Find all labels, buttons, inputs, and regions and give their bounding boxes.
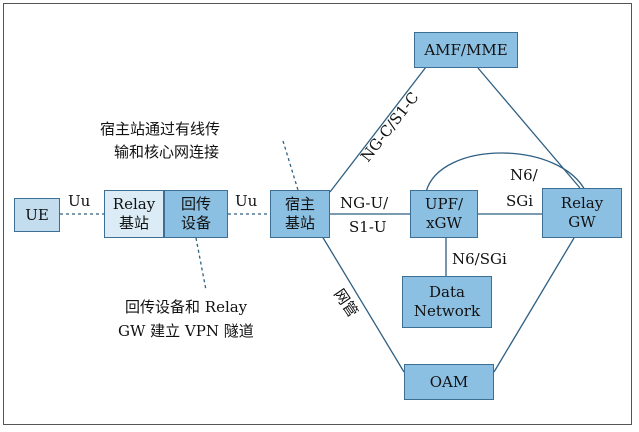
link-donor-oam [321,235,405,373]
ue-node: UE [14,198,60,232]
relay-bs-node: Relay 基站 [104,190,164,238]
note-top-line2: 输和核心网连接 [114,143,220,161]
note-bottom-line1: 回传设备和 Relay [125,298,248,316]
link-relaygw-oam [493,237,575,373]
upf-node: UPF/ xGW [410,190,478,238]
callout-donor [282,140,299,191]
n6-top-label-1: N6/ [510,166,538,184]
amf-node: AMF/MME [414,32,518,68]
link-upf-relaygw-arc [425,152,587,193]
diagram-frame [3,3,632,425]
note-bottom-line2: GW 建立 VPN 隧道 [118,322,254,340]
donor-node: 宿主 基站 [270,190,330,238]
data-network-node: Data Network [402,276,492,328]
note-top-line1: 宿主站通过有线传 [100,120,221,138]
uu-label-2: Uu [235,192,258,210]
relay-gw-node: Relay GW [542,188,622,238]
ngu-label-1: NG-U/ [340,194,389,212]
uu-label-1: Uu [68,192,91,210]
callout-backhaul [195,237,207,291]
n6-bottom-label: N6/SGi [452,250,507,268]
backhaul-node: 回传 设备 [164,190,228,238]
oam-node: OAM [404,364,494,400]
link-donor-amf [329,53,437,193]
ngu-label-2: S1-U [349,218,387,236]
n6-top-label-2: SGi [506,192,534,210]
